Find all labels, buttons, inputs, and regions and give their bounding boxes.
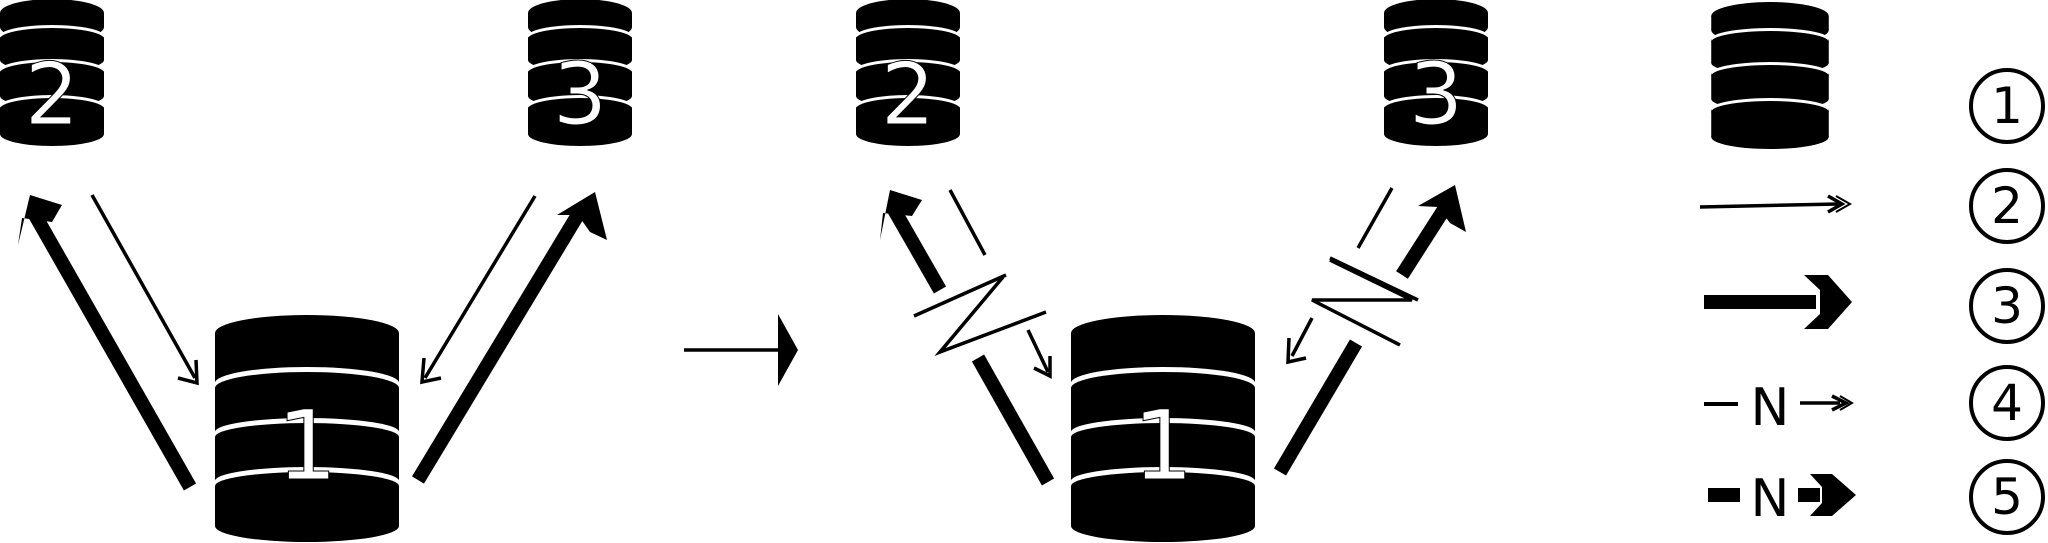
- thick-arrow-1-to-3: [412, 192, 607, 484]
- legend: N N 1 2 3 4 5: [1699, 2, 2045, 535]
- legend-thin-network-arrow-icon: N: [1704, 378, 1854, 438]
- legend-number-3-text: 3: [1991, 277, 2023, 335]
- database-3-right: 3: [1384, 0, 1488, 146]
- database-2-left: 2: [0, 0, 104, 146]
- thin-arrow-3-to-1-via-network: [1286, 187, 1394, 365]
- thin-arrow-2-to-1: [90, 194, 199, 386]
- legend-number-1-text: 1: [1991, 77, 2023, 135]
- database-2-right-label: 2: [881, 45, 936, 145]
- database-1-left-label: 1: [276, 390, 337, 502]
- database-2-right: 2: [856, 0, 960, 146]
- legend-number-2: 2: [1969, 168, 2045, 244]
- legend-number-5: 5: [1969, 459, 2045, 535]
- thick-arrow-1-to-2-via-network: [880, 190, 1055, 486]
- database-1-right: 1: [1071, 315, 1255, 542]
- thin-arrow-2-to-1-via-network: [948, 189, 1052, 379]
- database-2-left-label: 2: [25, 45, 80, 145]
- database-3-left-label: 3: [553, 45, 608, 145]
- legend-thin-arrow-icon: [1699, 194, 1853, 214]
- legend-number-1: 1: [1969, 68, 2045, 144]
- legend-number-4-text: 4: [1991, 374, 2023, 432]
- thick-arrow-1-to-2: [18, 195, 197, 491]
- legend-number-3: 3: [1969, 268, 2045, 344]
- legend-network-label-5: N: [1751, 469, 1790, 529]
- legend-number-4: 4: [1969, 365, 2045, 441]
- transition-arrow: [684, 314, 798, 386]
- right-scene: 2 3 1: [856, 0, 1488, 542]
- thin-arrow-3-to-1: [420, 195, 537, 385]
- network-break-left: [913, 273, 1047, 357]
- database-3-left: 3: [528, 0, 632, 146]
- thick-arrow-1-to-3-via-network: [1273, 185, 1466, 476]
- legend-database-icon: [1711, 2, 1829, 149]
- legend-network-label-4: N: [1751, 378, 1790, 438]
- left-scene: 2 3 1: [0, 0, 632, 542]
- network-break-right: [1311, 256, 1419, 347]
- database-1-right-label: 1: [1132, 390, 1193, 502]
- database-3-right-label: 3: [1409, 45, 1464, 145]
- legend-thick-network-arrow-icon: N: [1708, 469, 1856, 529]
- legend-number-2-text: 2: [1991, 177, 2023, 235]
- legend-number-5-text: 5: [1991, 468, 2023, 526]
- legend-thick-arrow-icon: [1704, 275, 1852, 329]
- database-1-left: 1: [215, 315, 399, 542]
